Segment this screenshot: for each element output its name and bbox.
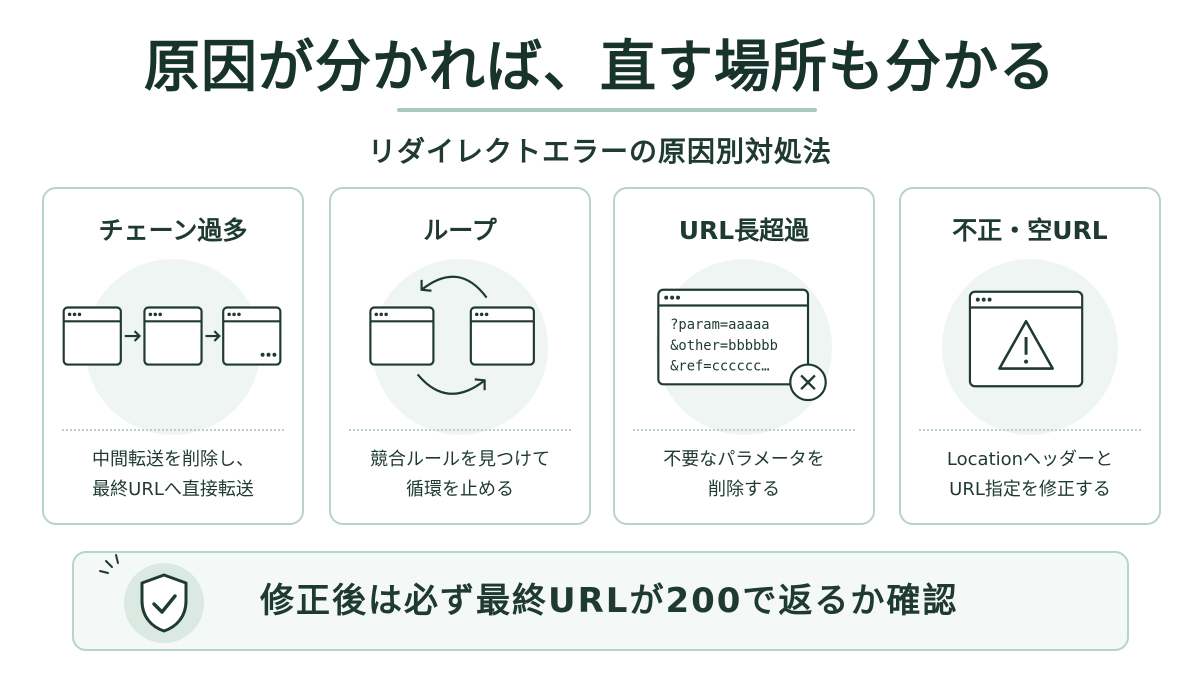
- warning-window-icon: [968, 290, 1084, 388]
- card-loop: ループ 競合ルールを見つけて 循環を止める: [329, 187, 591, 525]
- page-title: 原因が分かれば、直す場所も分かる: [144, 35, 1056, 100]
- card-divider: [919, 429, 1141, 431]
- page-subtitle: リダイレクトエラーの原因別対処法: [367, 135, 832, 168]
- card-title: ループ: [423, 216, 497, 245]
- title-underline: [397, 108, 817, 112]
- verification-banner: 修正後は必ず最終URLが200で返るか確認: [72, 551, 1129, 651]
- card-invalid-url: 不正・空URL Locationヘッダーと URL指定を修正する: [899, 187, 1161, 525]
- card-divider: [62, 429, 284, 431]
- card-url-too-long: URL長超過 ?param=aaaaa &other=bbbbbb &ref=c…: [613, 187, 875, 525]
- card-chain: チェーン過多 中間転送を削除し、 最終URLへ直接転送: [42, 187, 304, 525]
- card-divider: [349, 429, 571, 431]
- card-title: チェーン過多: [98, 216, 248, 245]
- redirect-chain-icon: [62, 306, 282, 366]
- card-description: Locationヘッダーと URL指定を修正する: [946, 449, 1114, 500]
- card-description: 競合ルールを見つけて 循環を止める: [370, 449, 550, 500]
- card-divider: [633, 429, 855, 431]
- url-line: &other=bbbbbb: [670, 338, 778, 354]
- card-title: URL長超過: [678, 216, 810, 245]
- shield-check-icon: [140, 573, 188, 633]
- banner-text: 修正後は必ず最終URLが200で返るか確認: [260, 581, 959, 621]
- sparkle-icon: [99, 554, 119, 574]
- card-title: 不正・空URL: [952, 216, 1108, 245]
- redirect-loop-icon: [369, 275, 535, 395]
- card-description: 中間転送を削除し、 最終URLへ直接転送: [92, 449, 254, 500]
- url-line: ?param=aaaaa: [670, 317, 769, 333]
- long-url-icon: ?param=aaaaa &other=bbbbbb &ref=cccccc…: [657, 288, 827, 402]
- card-description: 不要なパラメータを 削除する: [663, 449, 825, 500]
- url-line: &ref=cccccc…: [670, 359, 769, 375]
